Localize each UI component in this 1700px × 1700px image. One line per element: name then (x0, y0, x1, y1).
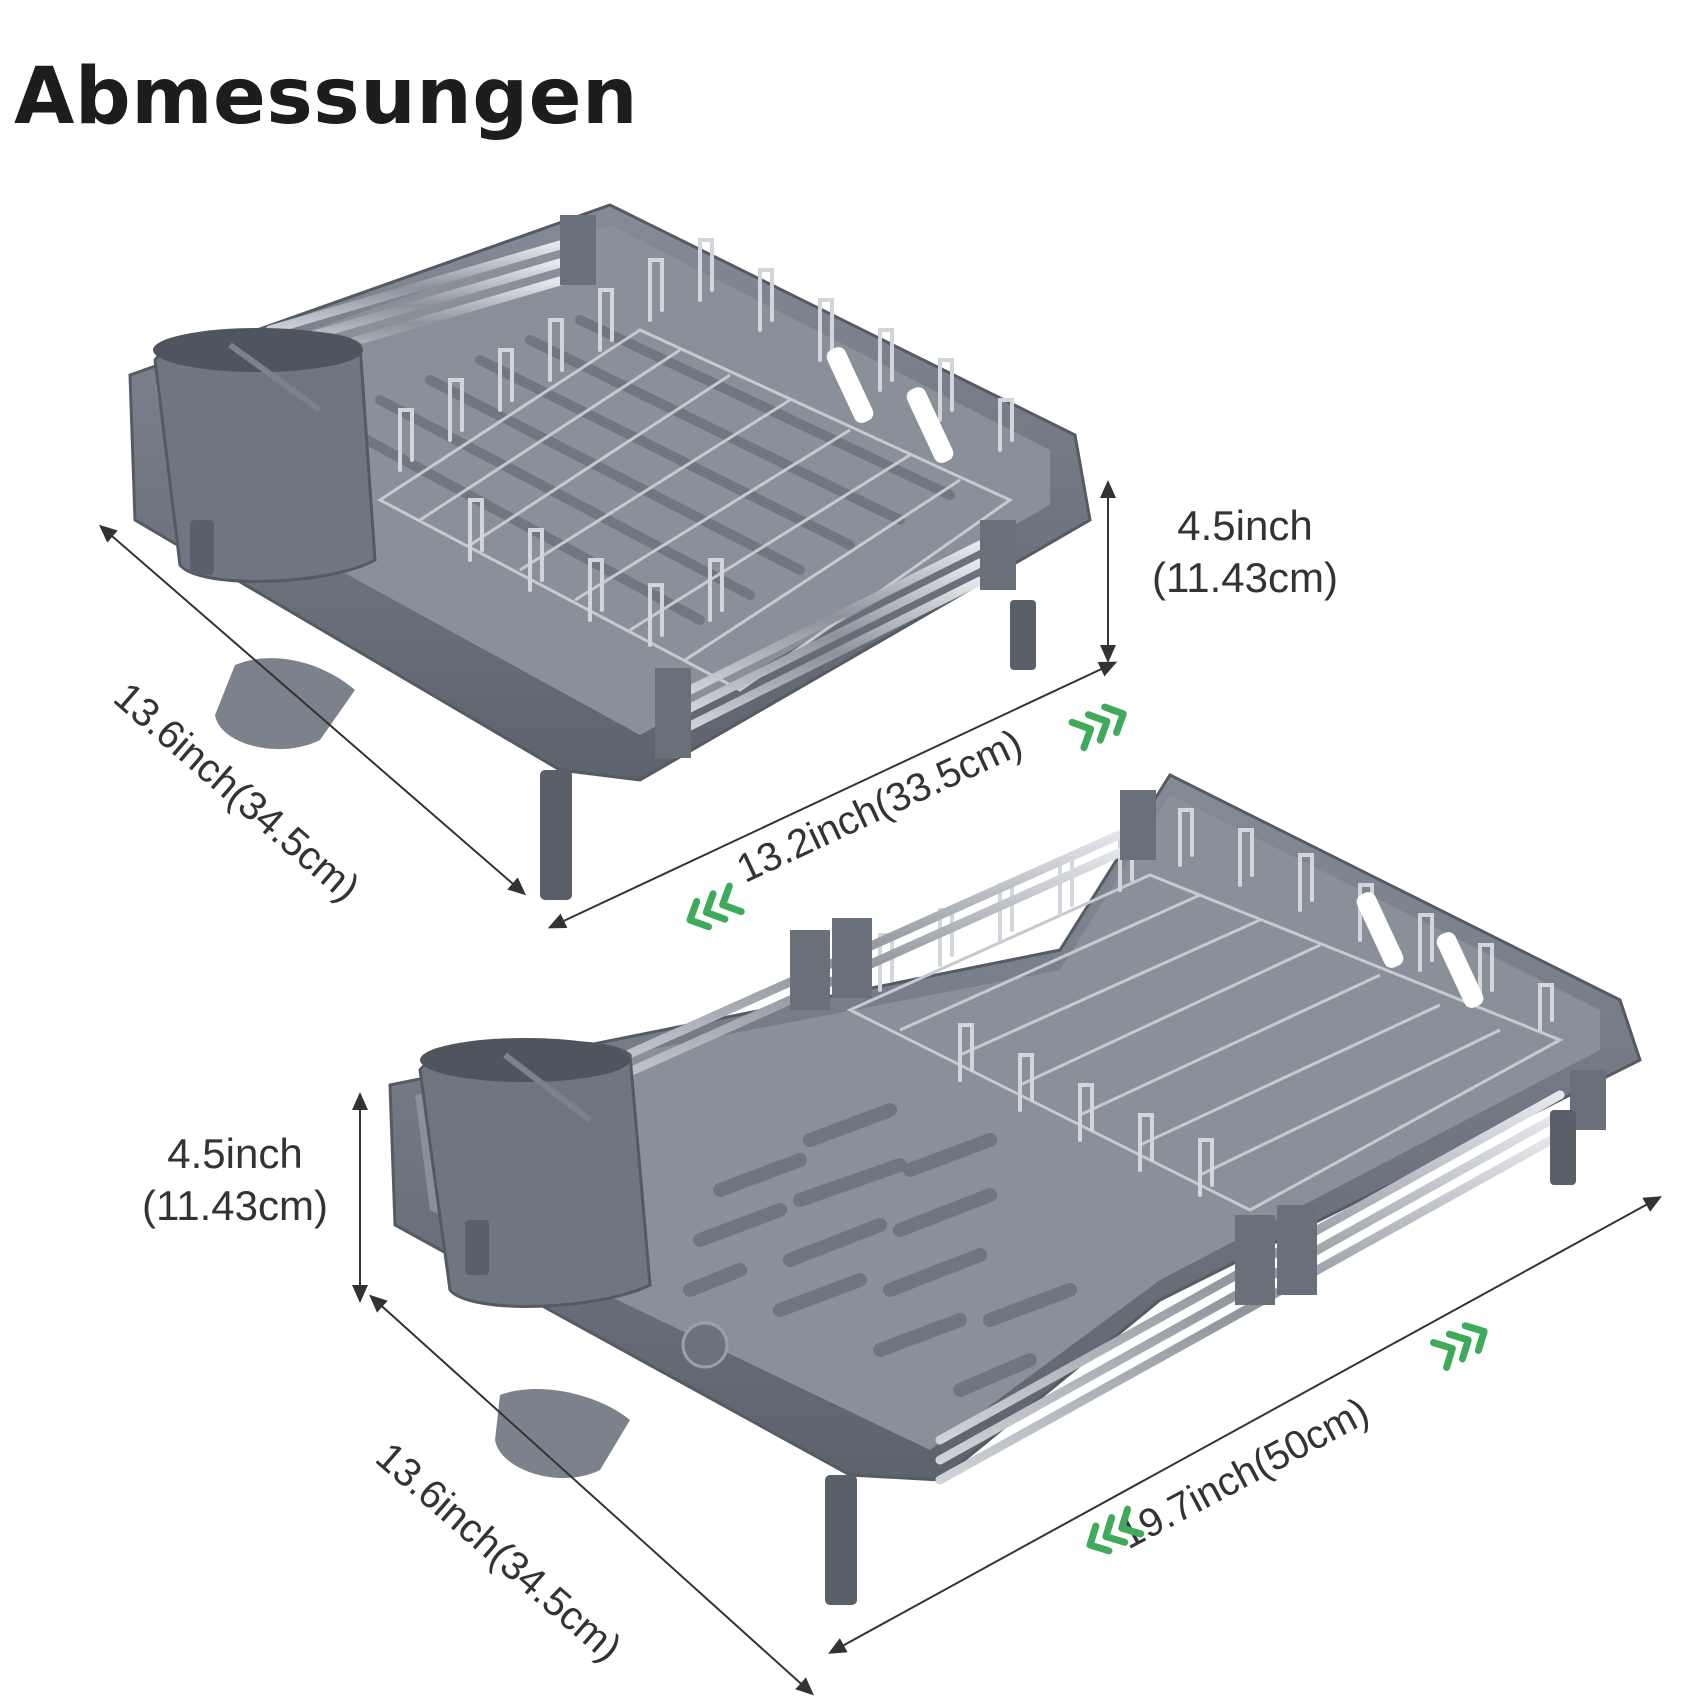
extended-dish-rack (388, 773, 1642, 1605)
double-chevron-right-icon (1429, 1322, 1488, 1371)
drip-spout (495, 1389, 630, 1479)
double-chevron-right-icon (1068, 703, 1127, 752)
extended-height-cm: (11.43cm) (142, 1182, 328, 1229)
compact-height-cm: (11.43cm) (1152, 554, 1338, 601)
extended-height-inch: 4.5inch (167, 1130, 303, 1177)
page-title: Abmessungen (14, 52, 639, 142)
double-chevron-left-icon (686, 882, 745, 931)
double-chevron-left-icon (1086, 1505, 1145, 1555)
dimension-lines (98, 480, 1663, 1696)
drip-spout (215, 658, 355, 750)
compact-height-label: 4.5inch (11.43cm) (1125, 500, 1365, 604)
extended-width-label: 19.7inch(50cm) (1112, 1389, 1376, 1557)
compact-width-label: 13.2inch(33.5cm) (730, 721, 1029, 891)
compact-height-inch: 4.5inch (1177, 502, 1313, 549)
extended-height-label: 4.5inch (11.43cm) (115, 1128, 355, 1232)
